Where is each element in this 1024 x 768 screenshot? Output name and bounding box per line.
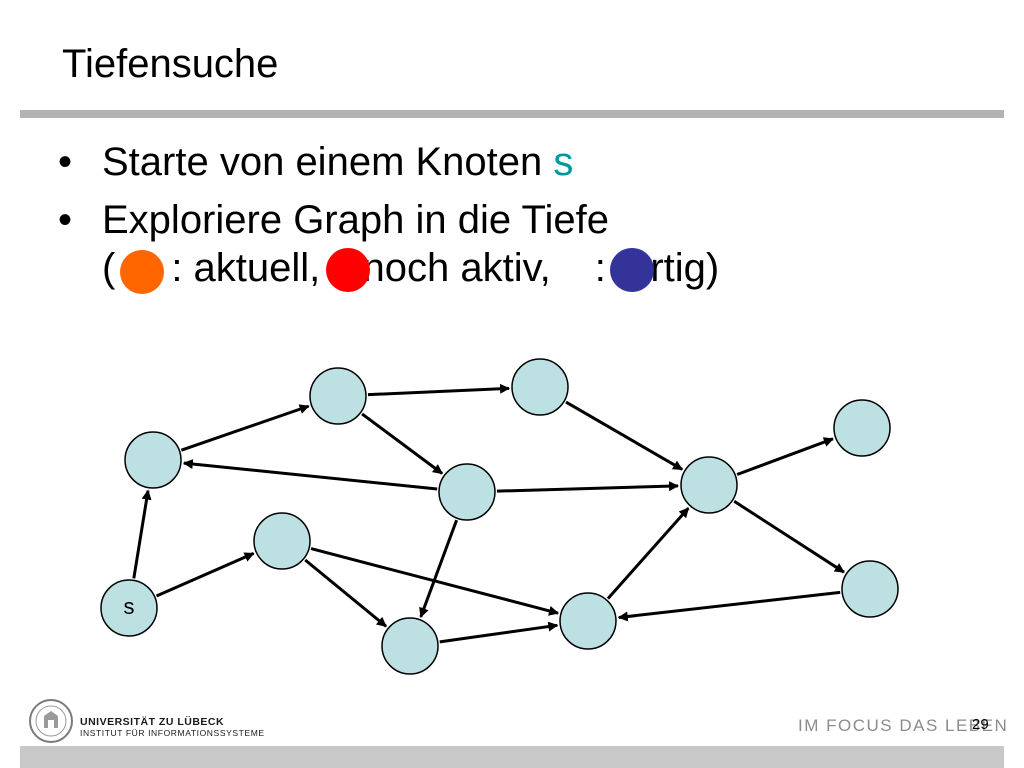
bullet-item-explore: • Exploriere Graph in die Tiefe ( : aktue… <box>58 196 719 292</box>
title-divider <box>20 110 1004 118</box>
graph-node <box>381 617 439 675</box>
footer-bar <box>20 746 1004 768</box>
legend-done-circle <box>610 248 654 292</box>
edge-s-e <box>155 552 255 598</box>
bullet-text-explore: Exploriere Graph in die Tiefe <box>102 198 609 242</box>
edge-f-g <box>439 621 559 644</box>
bullet-dot: • <box>58 198 73 242</box>
graph-node <box>438 463 496 521</box>
legend-active-circle <box>326 248 370 292</box>
graph-node <box>833 399 891 457</box>
edge-a-b <box>180 404 310 452</box>
bullet-item-start: • Starte von einem Knoten s <box>58 138 719 186</box>
university-seal-icon <box>29 699 73 743</box>
edge-j-g <box>617 590 841 622</box>
edge-d-f <box>419 519 458 618</box>
edge-g-h <box>606 507 690 600</box>
slide-title: Tiefensuche <box>62 42 279 86</box>
graph-node <box>253 512 311 570</box>
edge-c-h <box>565 400 684 471</box>
graph-node <box>511 358 569 416</box>
edge-e-g <box>310 547 559 616</box>
university-motto: IM FOCUS DAS LEBEN <box>798 716 1009 735</box>
legend-active-label: : noch aktiv, <box>340 246 551 290</box>
university-name: UNIVERSITÄT ZU LÜBECK <box>80 716 225 728</box>
graph-node <box>680 456 738 514</box>
edge-h-i <box>736 437 834 476</box>
start-variable: s <box>553 140 574 184</box>
bullet-text-start: Starte von einem Knoten <box>102 140 554 184</box>
edge-b-c <box>367 383 511 397</box>
graph-node <box>841 560 899 618</box>
bullet-list: • Starte von einem Knoten s • Exploriere… <box>58 138 719 302</box>
graph-node <box>559 592 617 650</box>
edge-h-j <box>733 500 845 574</box>
edge-s-a <box>132 489 152 579</box>
edge-b-d <box>361 412 444 475</box>
institute-name: INSTITUT FÜR INFORMATIONSSYSTEME <box>80 728 265 738</box>
legend-current-label: : aktuell, <box>171 246 321 290</box>
edge-d-h <box>496 481 680 493</box>
graph-node <box>124 431 182 489</box>
page-number: 29 <box>972 716 989 733</box>
legend-current-circle <box>120 250 164 294</box>
edge-e-f <box>304 558 387 628</box>
legend-open-paren: ( <box>102 246 116 290</box>
start-node-label: s <box>124 594 135 619</box>
bullet-dot: • <box>58 140 73 184</box>
graph-node <box>309 367 367 425</box>
edge-d-a <box>182 459 438 491</box>
start-node <box>100 579 158 637</box>
